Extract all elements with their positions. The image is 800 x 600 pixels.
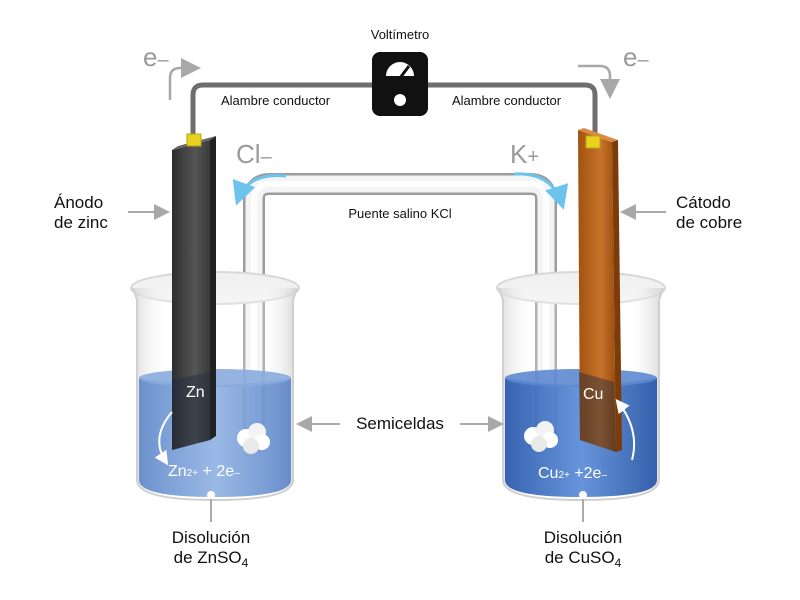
left-solution-label: Disolución de ZnSO4 (141, 528, 281, 569)
cathode-label: Cátodo de cobre (676, 193, 742, 234)
electron-flow-right-arrow (578, 64, 620, 99)
electron-right-symbol: e– (623, 42, 649, 72)
cotton-plug-right (524, 421, 558, 452)
anode-label-line2: de zinc (54, 213, 108, 233)
copper-reduction-arrow (615, 398, 636, 461)
electron-left-symbol: e– (143, 42, 169, 72)
zinc-metal-label: Zn (186, 384, 205, 401)
anode-label-line1: Ánodo (54, 193, 104, 212)
anode-label: Ánodo de zinc (54, 193, 108, 234)
electron-flow-left-arrow (168, 58, 201, 100)
copper-metal-label: Cu (583, 386, 604, 403)
chloride-flow-arrow (232, 174, 287, 206)
zinc-half-reaction: Zn2+ + 2e– (168, 463, 240, 480)
left-solution-line1: Disolución (171, 528, 251, 547)
zinc-clip (186, 133, 202, 147)
cathode-label-line1: Cátodo (676, 193, 731, 212)
voltmeter (372, 52, 428, 116)
copper-clip (585, 135, 601, 149)
wire-right-label: Alambre conductor (452, 93, 562, 108)
copper-electrode (578, 128, 622, 452)
cotton-plug-left (237, 423, 270, 454)
right-solution-line2: de CuSO4 (544, 548, 622, 571)
left-solution-line2: de ZnSO4 (173, 548, 249, 571)
chloride-ion-label: Cl– (236, 139, 272, 169)
potassium-ion-label: K+ (510, 139, 540, 169)
half-cells-label: Semiceldas (356, 414, 444, 433)
wire-left-label: Alambre conductor (221, 93, 331, 108)
potassium-flow-arrow (513, 172, 569, 210)
copper-half-reaction: Cu2+ +2e– (538, 465, 608, 482)
voltmeter-label: Voltímetro (370, 27, 430, 42)
right-solution-line1: Disolución (543, 528, 623, 547)
right-solution-label: Disolución de CuSO4 (513, 528, 653, 569)
left-solution-pointer (207, 491, 215, 522)
right-solution-pointer (579, 491, 587, 522)
zinc-electrode (172, 136, 216, 450)
cathode-label-line2: de cobre (676, 213, 743, 233)
salt-bridge-label: Puente salino KCl (348, 206, 452, 221)
zinc-oxidation-arrow (154, 411, 173, 466)
